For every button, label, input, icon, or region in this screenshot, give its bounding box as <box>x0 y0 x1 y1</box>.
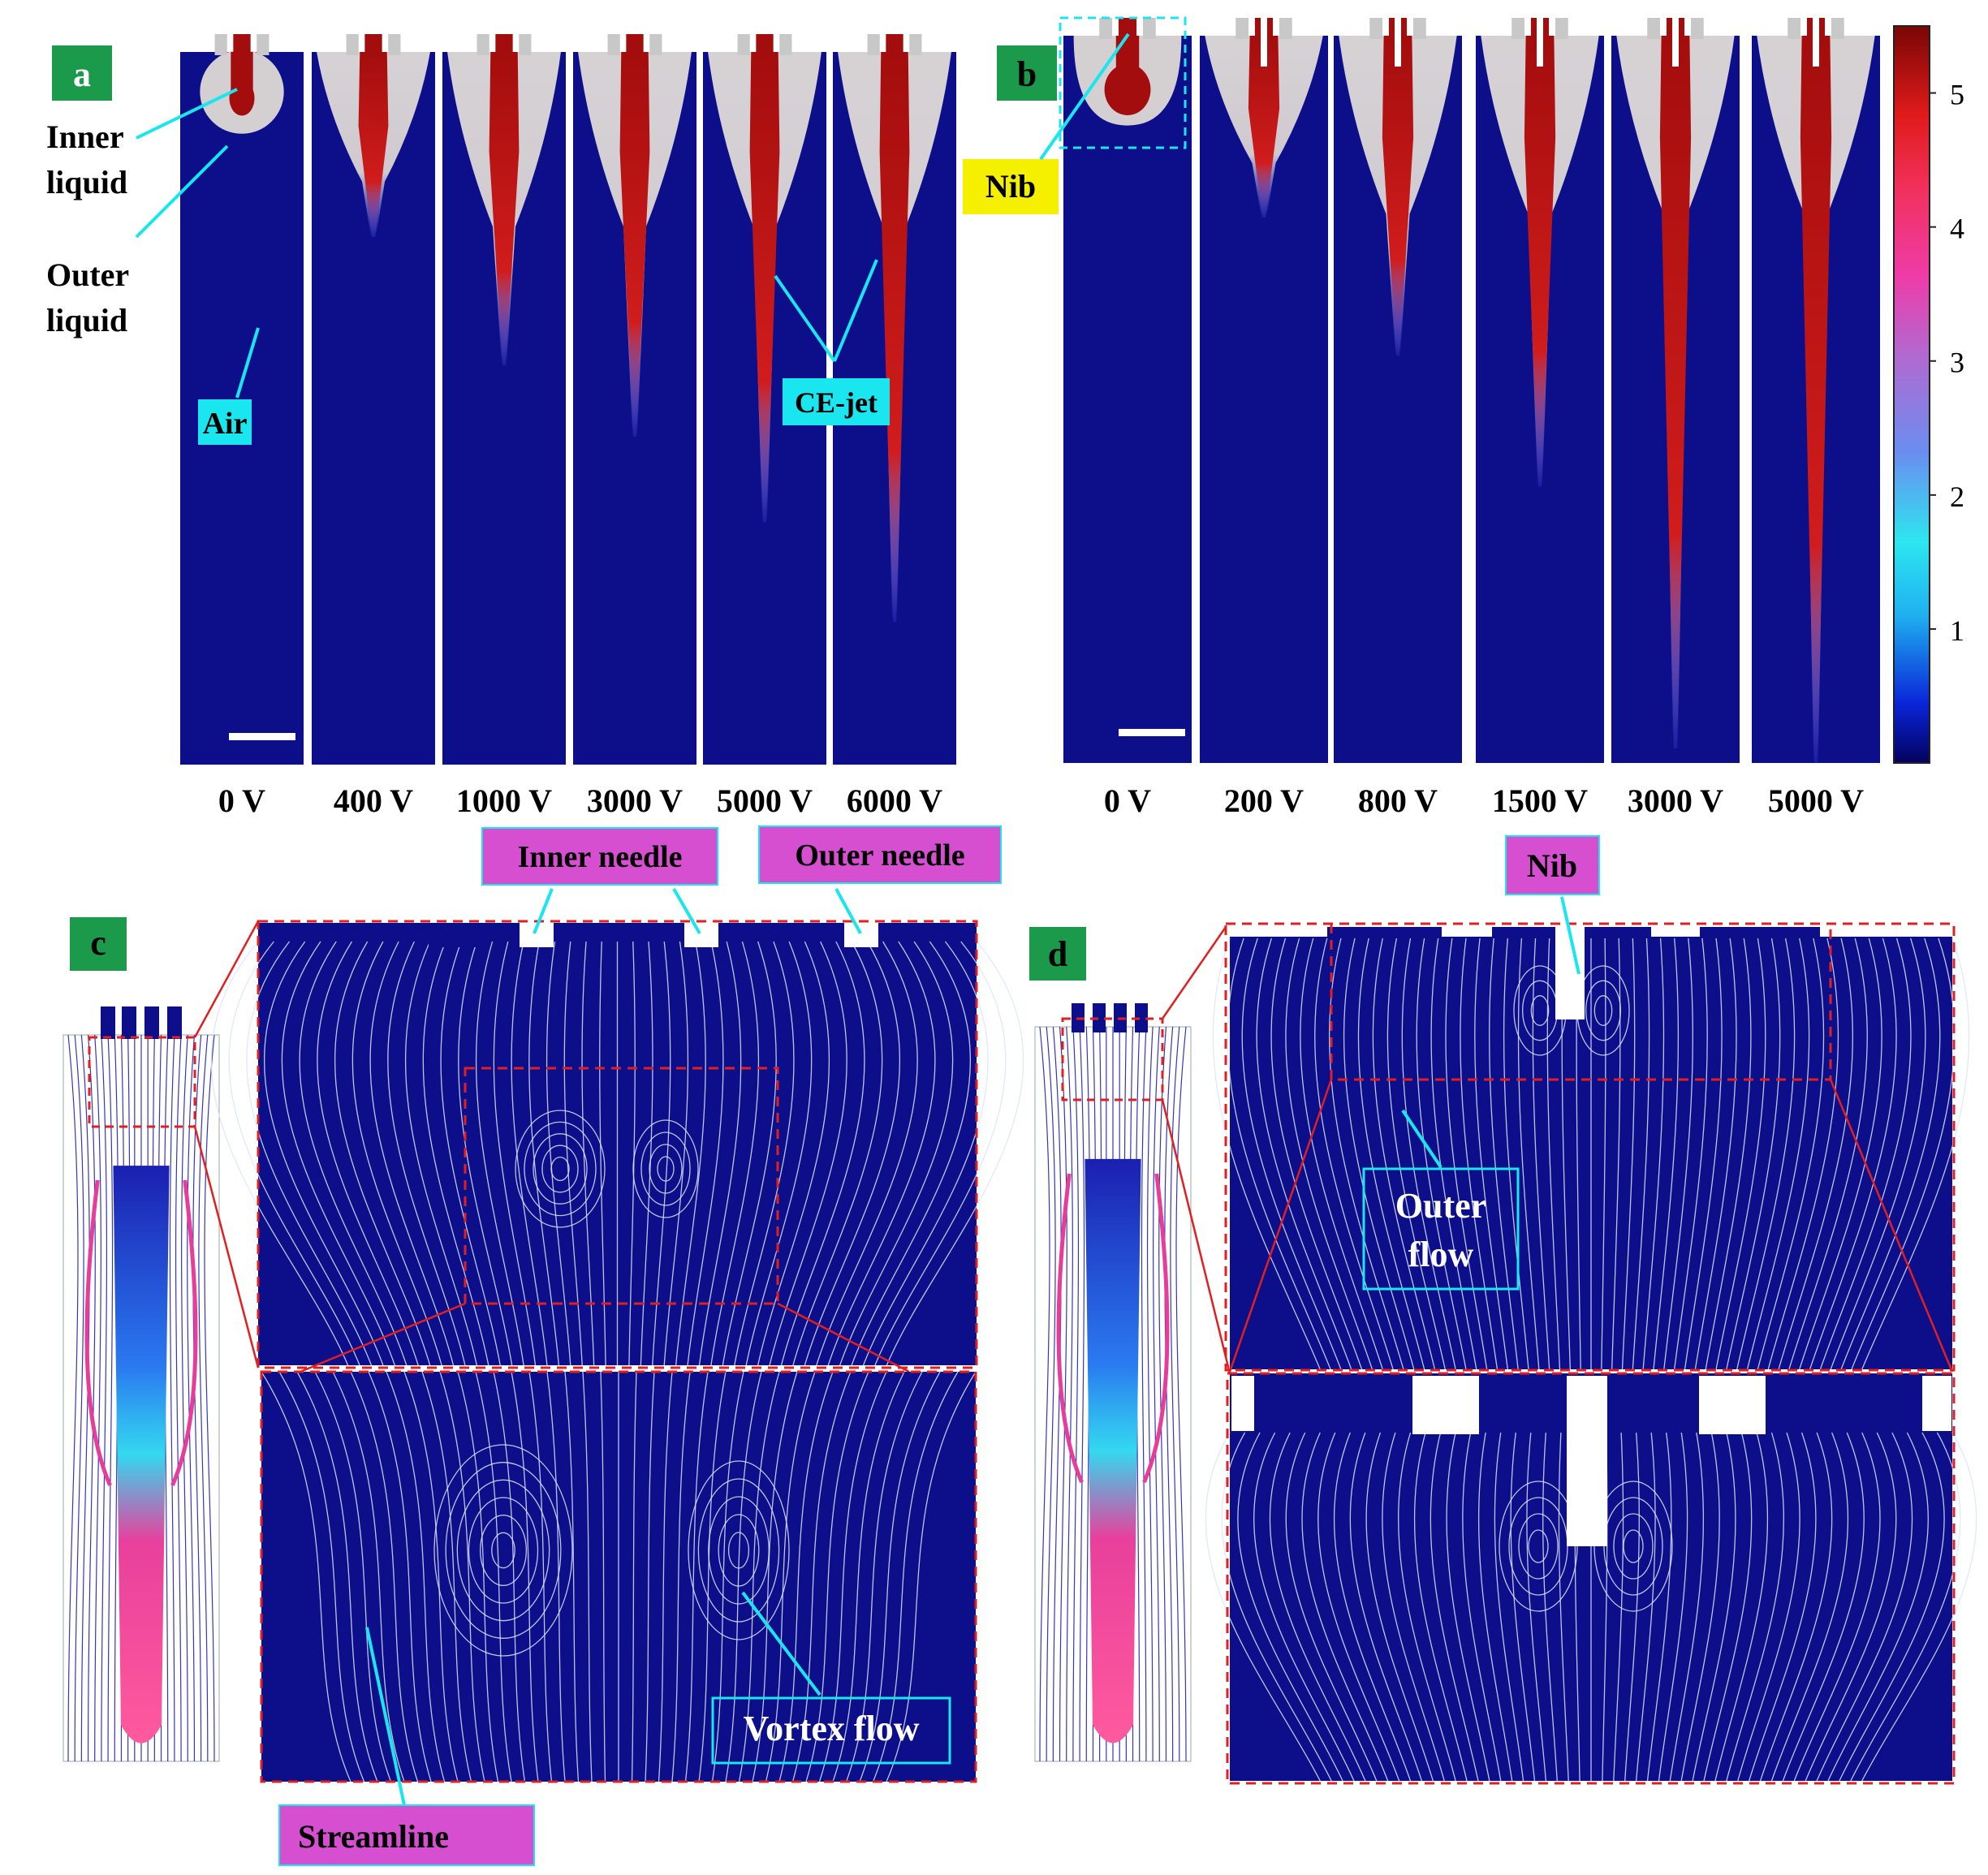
label-outer-flow-1: Outer <box>1395 1186 1486 1226</box>
label-inner-liquid-1: Inner <box>46 119 124 155</box>
colorbar-tick-label: 5 <box>1950 79 1964 111</box>
arrow-air <box>235 327 260 399</box>
panel-c <box>63 920 1024 1783</box>
strip-b-3: 1500 V <box>1476 18 1604 819</box>
arrow-nib-b <box>1039 32 1130 161</box>
arrow-cejet-1 <box>774 274 836 363</box>
label-inner-needle: Inner needle <box>517 840 682 874</box>
nib-shape-lower <box>1567 1376 1607 1546</box>
panel-letter-a-box <box>52 45 112 101</box>
voltage-label-b-5: 5000 V <box>1768 782 1864 819</box>
outer-needle-box <box>758 825 1002 884</box>
nib-zoom-box <box>1059 16 1187 149</box>
voltage-label-a-0: 0 V <box>218 782 265 819</box>
panel-d <box>1034 922 1977 1785</box>
label-outer-liquid-1: Outer <box>46 256 129 293</box>
label-outer-liquid-2: liquid <box>46 302 127 338</box>
colorbar-tick-label: 2 <box>1950 481 1964 513</box>
inner-needle-right <box>684 923 718 947</box>
vortex-flow-box <box>711 1696 951 1765</box>
inner-needle-box <box>481 827 718 886</box>
strip-a-1: 400 V <box>312 34 435 819</box>
outer-flow-box <box>1362 1167 1520 1291</box>
panel-letter-d: d <box>1048 934 1067 974</box>
voltage-label-a-5: 6000 V <box>847 782 942 819</box>
voltage-label-b-4: 3000 V <box>1628 782 1723 819</box>
panel-c-zoom-lower <box>261 1371 977 1782</box>
colorbar-ticks: 1 2 3 4 5 <box>1930 79 1964 647</box>
arrow-outer-liquid <box>135 144 229 239</box>
panel-b: 0 V 200 V 800 V 1500 V 3000 V 5000 V <box>1063 18 1880 819</box>
voltage-label-a-1: 400 V <box>334 782 413 819</box>
colorbar-tick-label: 1 <box>1950 614 1964 647</box>
label-nib-b: Nib <box>985 168 1036 205</box>
strip-b-2: 800 V <box>1334 18 1462 819</box>
cejet-box <box>783 378 890 425</box>
panel-letter-d-box <box>1029 927 1086 981</box>
streamline-box <box>278 1804 535 1866</box>
label-ce-jet: CE-jet <box>795 386 878 419</box>
panel-letter-a: a <box>73 54 91 94</box>
scale-bar-b <box>1119 729 1185 736</box>
label-outer-flow-2: flow <box>1408 1235 1474 1274</box>
arrow-inner-liquid <box>136 88 238 140</box>
voltage-label-a-2: 1000 V <box>456 782 552 819</box>
label-nib-d: Nib <box>1527 847 1577 884</box>
colorbar-tick-label: 3 <box>1950 347 1964 379</box>
panel-d-zoom-upper <box>1212 925 1970 1370</box>
voltage-label-a-3: 3000 V <box>587 782 683 819</box>
panel-letter-b-box <box>997 45 1057 101</box>
label-air: Air <box>203 407 248 441</box>
label-streamline: Streamline <box>298 1818 449 1855</box>
label-vortex-flow: Vortex flow <box>743 1709 919 1748</box>
panel-c-zoom-upper <box>210 923 1024 1366</box>
panel-letter-c: c <box>90 923 106 963</box>
strip-a-4: 5000 V <box>703 34 826 819</box>
panel-d-zoom-lower <box>1205 1373 1977 1782</box>
air-box <box>198 399 252 445</box>
strip-b-4: 3000 V <box>1611 18 1740 819</box>
voltage-label-b-3: 1500 V <box>1492 782 1588 819</box>
nib-box-d <box>1505 835 1600 895</box>
label-outer-needle: Outer needle <box>795 838 964 873</box>
panel-d-overview <box>1034 1003 1192 1762</box>
strip-a-2: 1000 V <box>442 34 566 819</box>
voltage-label-b-2: 800 V <box>1358 782 1438 819</box>
arrow-cejet-2 <box>833 259 878 362</box>
strip-b-0: 0 V <box>1063 18 1192 819</box>
scale-bar-a <box>229 733 295 740</box>
colorbar: 1 2 3 4 5 <box>1893 25 1964 764</box>
colorbar-tick-label: 4 <box>1950 213 1964 245</box>
label-inner-liquid-2: liquid <box>46 164 127 200</box>
outer-needle-right <box>844 923 878 947</box>
zoom-box-c-small <box>88 1036 196 1128</box>
panel-a: 0 V 400 V 1000 V 3000 V 5000 V 6000 V <box>180 34 956 819</box>
panel-letter-b: b <box>1017 54 1037 94</box>
strip-a-3: 3000 V <box>573 34 696 819</box>
colorbar-gradient <box>1893 25 1930 764</box>
strip-a-5: 6000 V <box>833 34 956 819</box>
voltage-label-b-1: 200 V <box>1224 782 1304 819</box>
strip-b-1: 200 V <box>1200 18 1328 819</box>
voltage-label-a-4: 5000 V <box>717 782 813 819</box>
voltage-label-b-0: 0 V <box>1104 782 1151 819</box>
panel-letter-c-box <box>70 917 127 971</box>
panel-c-overview <box>63 1006 220 1762</box>
nib-box <box>963 159 1059 214</box>
strip-b-5: 5000 V <box>1752 18 1880 819</box>
